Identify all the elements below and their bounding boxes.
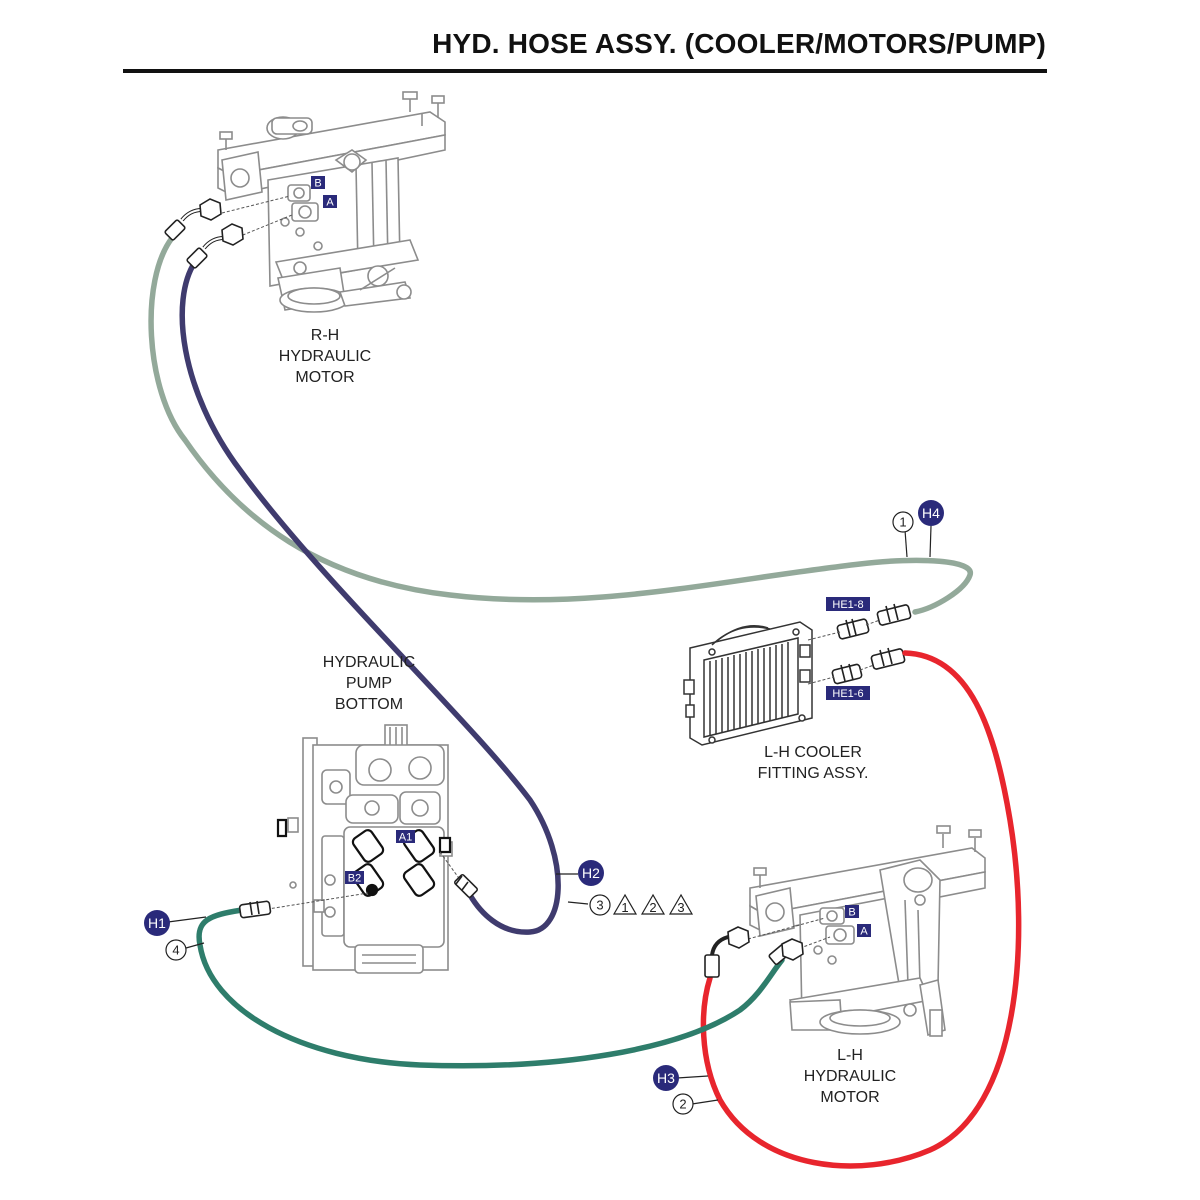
svg-text:3: 3 <box>677 900 684 915</box>
badge-h4: H4 <box>922 505 940 521</box>
lh-motor-label-line1: L-H <box>837 1047 863 1064</box>
rh-port-a-tag: A <box>323 195 337 209</box>
badge-h3: H3 <box>657 1070 675 1086</box>
svg-text:A: A <box>326 197 334 209</box>
callout-3: 3 <box>596 898 603 913</box>
callout-2: 2 <box>679 1097 686 1112</box>
pump-port-a1-tag: A1 <box>396 830 415 844</box>
cooler-drawing <box>683 621 813 746</box>
pump-port-blocks <box>276 818 452 897</box>
lh-motor-label: L-H HYDRAULIC MOTOR <box>775 1045 925 1108</box>
svg-text:HE1-6: HE1-6 <box>832 688 863 700</box>
rh-motor-label-line3: MOTOR <box>295 369 355 386</box>
lh-port-b-tag: B <box>845 905 859 919</box>
rh-motor-label: R-H HYDRAULIC MOTOR <box>250 325 400 388</box>
lh-motor-label-line2: HYDRAULIC <box>803 1068 897 1085</box>
pump-label-line1: HYDRAULIC <box>322 654 416 671</box>
svg-text:B: B <box>314 178 321 190</box>
callout-4: 4 <box>172 943 179 958</box>
cooler-label-line1: L-H COOLER <box>764 744 862 761</box>
title-rule <box>123 69 1047 73</box>
warning-triangle-1: 1 <box>612 893 638 915</box>
pump-label-line3: BOTTOM <box>334 696 404 713</box>
callout-1: 1 <box>899 515 906 530</box>
svg-text:A1: A1 <box>399 832 412 844</box>
rh-motor-label-line1: R-H <box>310 327 340 344</box>
pump-label: HYDRAULIC PUMP BOTTOM <box>294 652 444 715</box>
svg-text:A: A <box>860 926 868 938</box>
hose-fittings <box>164 198 804 978</box>
warning-triangle-3: 3 <box>668 893 694 915</box>
svg-text:B2: B2 <box>348 873 361 885</box>
rh-motor-label-line2: HYDRAULIC <box>278 348 372 365</box>
svg-text:2: 2 <box>649 900 656 915</box>
pump-label-line2: PUMP <box>345 675 393 692</box>
svg-text:HE1-8: HE1-8 <box>832 599 863 611</box>
lh-port-a-tag: A <box>857 924 871 938</box>
cooler-label-line2: FITTING ASSY. <box>757 765 869 782</box>
rh-hydraulic-motor-drawing <box>217 91 446 313</box>
svg-text:1: 1 <box>621 900 628 915</box>
lh-hydraulic-motor-drawing <box>749 825 986 1037</box>
hose-h2 <box>179 259 561 935</box>
rh-port-b-tag: B <box>311 176 325 190</box>
hose-h1 <box>196 907 785 1069</box>
cooler-port-he1-6-tag: HE1-6 <box>826 686 870 700</box>
cooler-fittings <box>831 603 912 685</box>
svg-text:B: B <box>848 907 855 919</box>
cooler-port-he1-8-tag: HE1-8 <box>826 597 870 611</box>
cooler-label: L-H COOLER FITTING ASSY. <box>733 742 893 784</box>
badge-h2: H2 <box>582 865 600 881</box>
pump-port-b2-tag: B2 <box>345 871 364 885</box>
hose-h3 <box>700 650 1022 1169</box>
badge-h1: H1 <box>148 915 166 931</box>
diagram-title: HYD. HOSE ASSY. (COOLER/MOTORS/PUMP) <box>432 28 1046 59</box>
lh-motor-label-line3: MOTOR <box>820 1089 880 1106</box>
warning-triangle-2: 2 <box>640 893 666 915</box>
hose-h4 <box>148 235 973 615</box>
